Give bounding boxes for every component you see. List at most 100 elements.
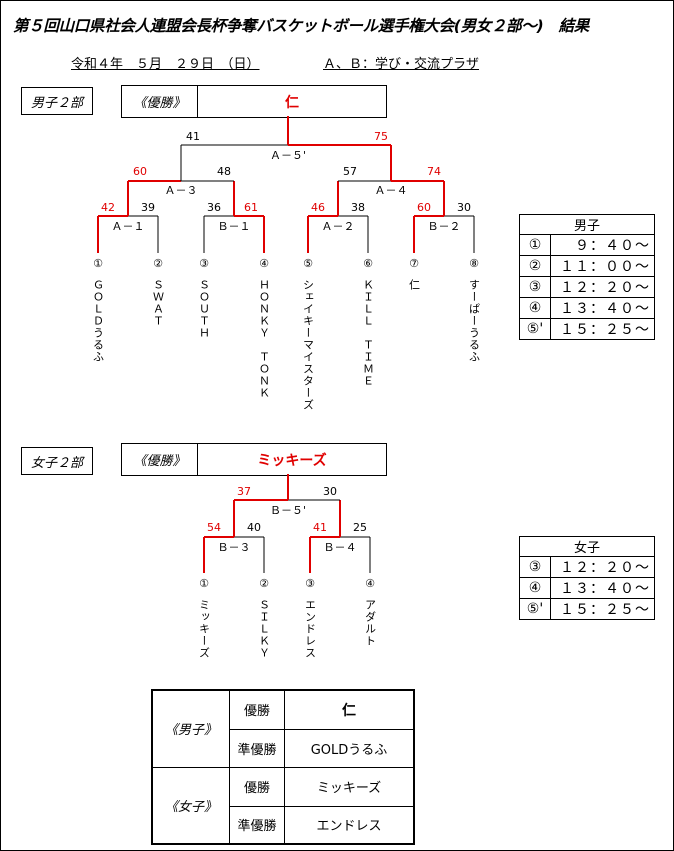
women-champion-name: ミッキーズ — [257, 452, 327, 469]
women-team-2-name: ＳＩＬＫＹ — [258, 599, 271, 659]
men-team-3-name: ＳＯＵＴＨ — [198, 279, 211, 339]
men-semi2-left-score: 57 — [343, 165, 357, 178]
men-team-7-name: 仁 — [408, 279, 421, 291]
men-r1-2-label: Ｂ－１ — [218, 220, 251, 233]
women-final-left-score: 37 — [237, 485, 251, 498]
results-women-runner: エンドレス — [284, 805, 415, 845]
men-semi1-label: Ａ－３ — [165, 184, 198, 197]
women-r1-1-left-score: 54 — [207, 521, 221, 534]
men-team-4-name: ＨＯＮＫＹ ＴＯＮＫ — [258, 279, 271, 399]
event-venue: Ａ、Ｂ：学び・交流プラザ — [323, 57, 480, 72]
men-r1-1-right-score: 39 — [141, 201, 155, 214]
men-team-1-num: ① — [93, 257, 103, 270]
women-r1-2-right-score: 25 — [353, 521, 367, 534]
women-division-text: 女子２部 — [30, 455, 83, 471]
schedule-num: ② — [519, 255, 551, 277]
women-team-4-name: アダルト — [364, 599, 377, 647]
results-winner-label: 優勝 — [229, 766, 285, 807]
results-winner-label: 優勝 — [229, 689, 285, 730]
results-summary-table: 《男子》 優勝 仁 準優勝 GOLDうるふ 《女子》 優勝 ミッキーズ 準優勝 … — [151, 689, 415, 845]
women-bracket: 37 30 Ｂ－５' 54 40 Ｂ－３ 41 25 Ｂ－４ ① ミッキーズ ②… — [198, 474, 377, 659]
men-champion-label: 《優勝》 — [122, 86, 198, 117]
women-team-1-name: ミッキーズ — [198, 599, 211, 659]
schedule-time: １３：４０～ — [550, 297, 655, 319]
women-champion-box: 《優勝》 ミッキーズ — [121, 443, 387, 476]
women-team-3-name: エンドレス — [304, 599, 317, 659]
men-team-4-num: ④ — [259, 257, 269, 270]
men-final-label: Ａ－５' — [270, 149, 306, 162]
schedule-num: ④ — [519, 577, 551, 599]
men-r1-1-left-score: 42 — [101, 201, 115, 214]
women-r1-2-left-score: 41 — [313, 521, 327, 534]
schedule-num: ③ — [519, 276, 551, 298]
schedule-num: ④ — [519, 297, 551, 319]
results-runner-label: 準優勝 — [229, 805, 285, 845]
women-r1-1-label: Ｂ－３ — [218, 541, 251, 554]
schedule-time: １５：２５～ — [550, 598, 655, 620]
men-r1-2-right-score: 61 — [244, 201, 258, 214]
results-women-winner: ミッキーズ — [284, 766, 415, 807]
schedule-time: １５：２５～ — [550, 318, 655, 340]
men-team-2-name: ＳＷＡＴ — [152, 279, 165, 327]
women-final-right-score: 30 — [323, 485, 337, 498]
men-r1-4-label: Ｂ－２ — [428, 220, 461, 233]
results-men-winner: 仁 — [284, 689, 415, 730]
schedule-time: １１：００～ — [550, 255, 655, 277]
men-r1-1-label: Ａ－１ — [112, 220, 145, 233]
women-division-label: 女子２部 — [21, 447, 93, 475]
schedule-time: １２：２０～ — [550, 556, 655, 578]
women-team-1-num: ① — [199, 577, 209, 590]
women-team-4-num: ④ — [365, 577, 375, 590]
schedule-time: １３：４０～ — [550, 577, 655, 599]
women-team-2-num: ② — [259, 577, 269, 590]
women-schedule-header: 女子 — [519, 536, 655, 557]
men-team-5-num: ⑤ — [303, 257, 313, 270]
results-runner-label: 準優勝 — [229, 728, 285, 768]
results-men-runner: GOLDうるふ — [284, 728, 415, 768]
women-team-3-num: ③ — [305, 577, 315, 590]
women-r1-2-label: Ｂ－４ — [324, 541, 357, 554]
schedule-num: ③ — [519, 556, 551, 578]
results-men-label: 《男子》 — [151, 689, 230, 768]
schedule-num: ① — [519, 234, 551, 256]
men-semi1-left-score: 60 — [133, 165, 147, 178]
men-team-6-name: ＫＩＬＬ ＴＩＭＥ — [362, 279, 375, 387]
schedule-row: ⑤'１５：２５～ — [519, 318, 655, 340]
men-r1-2-left-score: 36 — [207, 201, 221, 214]
men-team-7-num: ⑦ — [409, 257, 419, 270]
men-semi2-right-score: 74 — [427, 165, 441, 178]
women-r1-1-right-score: 40 — [247, 521, 261, 534]
men-r1-4-left-score: 60 — [417, 201, 431, 214]
schedule-time: １２：２０～ — [550, 276, 655, 298]
schedule-num: ⑤' — [519, 598, 551, 620]
men-team-3-num: ③ — [199, 257, 209, 270]
men-team-8-num: ⑧ — [469, 257, 479, 270]
schedule-num: ⑤' — [519, 318, 551, 340]
men-division-label: 男子２部 — [21, 87, 93, 115]
men-final-right-score: 75 — [374, 130, 388, 143]
women-champion-label: 《優勝》 — [122, 444, 198, 475]
men-bracket: 41 75 Ａ－５' 60 48 Ａ－３ 57 74 Ａ－４ 42 39 Ａ－１… — [92, 116, 481, 411]
men-final-left-score: 41 — [186, 130, 200, 143]
results-women-label: 《女子》 — [151, 766, 230, 845]
men-r1-3-label: Ａ－２ — [322, 220, 355, 233]
men-r1-3-left-score: 46 — [311, 201, 325, 214]
page-title: 第５回山口県社会人連盟会長杯争奪バスケットボール選手権大会(男女２部～) 結果 — [13, 17, 589, 35]
men-schedule-header: 男子 — [519, 214, 655, 235]
men-r1-3-right-score: 38 — [351, 201, 365, 214]
men-team-6-num: ⑥ — [363, 257, 373, 270]
men-semi2-label: Ａ－４ — [375, 184, 408, 197]
men-r1-4-right-score: 30 — [457, 201, 471, 214]
men-team-2-num: ② — [153, 257, 163, 270]
men-champion-name: 仁 — [285, 94, 299, 111]
men-team-1-name: ＧＯＬＤうるふ — [92, 279, 105, 363]
